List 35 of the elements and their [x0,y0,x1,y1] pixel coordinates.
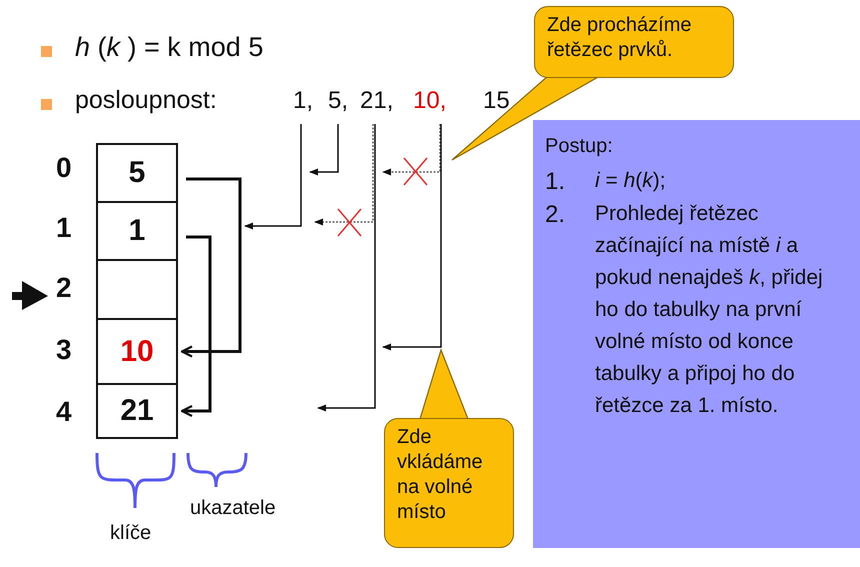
step-text: i = h(k); [595,168,667,194]
procedure-panel [533,120,860,548]
brace-label: ukazatele [190,497,276,520]
callout-bubble: Zde procházíme řetězec prvků. [534,6,734,78]
panel-heading: Postup: [545,134,614,159]
sequence-number: 1, [293,86,314,116]
bullet-text: posloupnost: [75,86,217,115]
arrow [180,236,212,418]
sequence-number: 5, [328,86,348,116]
table-cell [96,259,178,320]
arrow [309,124,339,176]
arrow [317,124,376,412]
dotted-arrow [382,124,441,176]
dotted-arrow [314,124,374,226]
arrow [244,124,302,230]
bullet-text: h (k ) = k mod 5 [75,32,264,63]
step-number: 1. [545,167,566,197]
arrow [180,178,242,358]
row-index: 4 [56,396,72,428]
row-index: 1 [56,212,72,244]
table-cell: 10 [96,318,178,385]
step-number: 2. [545,200,566,230]
row-index: 3 [56,334,72,366]
arrow [382,124,442,351]
callout-bubble: Zde vkládáme na volné místo [384,418,514,548]
sequence-number: 10, [413,86,446,116]
sequence-number: 15 [483,86,510,116]
table-cell: 21 [96,383,178,439]
row-index: 2 [56,272,72,304]
sequence-number: 21, [360,86,394,116]
brace-label: klíče [110,522,152,545]
step-text: Prohledej řetězec začínající na místě i a pokud nenajdeš k, přidej ho do tabulky na první volné místo od konce tabulky a připoj ho do řetězce za 1. místo. [595,201,824,419]
table-cell: 1 [96,201,178,261]
table-cell: 5 [96,143,178,203]
row-index: 0 [56,152,72,184]
